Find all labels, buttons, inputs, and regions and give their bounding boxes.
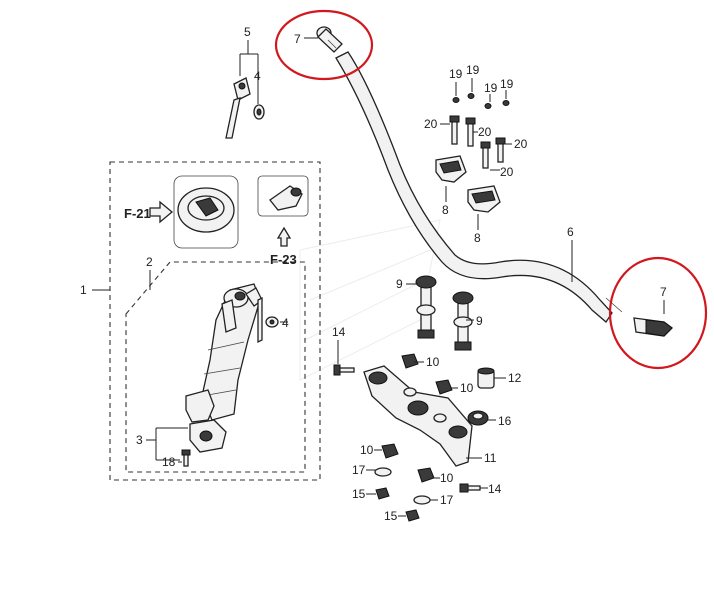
ignition-switch xyxy=(201,283,263,421)
washer-4-top xyxy=(253,104,265,120)
washer-4-mid xyxy=(265,316,279,328)
label-10-b: 10 xyxy=(460,381,474,395)
arrow-f21 xyxy=(149,200,174,224)
arrow-f23 xyxy=(276,226,292,247)
label-1: 1 xyxy=(80,283,87,297)
label-3: 3 xyxy=(136,433,143,447)
label-5: 5 xyxy=(244,25,251,39)
label-16: 16 xyxy=(498,414,512,428)
label-14-a: 14 xyxy=(332,325,346,339)
nut-15 xyxy=(375,487,420,522)
label-18: 18 xyxy=(162,455,176,469)
label-14-b: 14 xyxy=(488,482,502,496)
part-labels: 7 7 6 5 4 4 1 2 3 18 19 19 19 19 20 20 2… xyxy=(80,25,667,523)
screw-18 xyxy=(181,449,191,467)
top-bridge xyxy=(363,365,473,467)
label-4-top: 4 xyxy=(254,69,261,83)
label-8-b: 8 xyxy=(474,231,481,245)
label-19-b: 19 xyxy=(466,63,480,77)
handlebar-pipe xyxy=(335,51,613,323)
bolt-14-a xyxy=(333,364,355,376)
seat-lock xyxy=(257,175,309,217)
nut-10-a xyxy=(401,353,419,369)
nut-10-b xyxy=(435,379,453,395)
nut-10-d xyxy=(417,467,435,483)
bushing-12 xyxy=(477,367,495,389)
label-7-right: 7 xyxy=(660,285,667,299)
nut-10-c xyxy=(381,443,399,459)
assembly-2-boundary xyxy=(125,261,306,473)
label-8-a: 8 xyxy=(442,203,449,217)
washer-19 xyxy=(452,93,510,109)
lower-holder-2 xyxy=(452,291,474,351)
key-5 xyxy=(225,77,251,139)
bolt-20-a xyxy=(449,115,460,145)
rubber-16 xyxy=(467,410,489,426)
label-9-b: 9 xyxy=(476,314,483,328)
label-15-b: 15 xyxy=(384,509,398,523)
label-10-a: 10 xyxy=(426,355,440,369)
leader-lines xyxy=(92,37,665,517)
lower-holder-1 xyxy=(415,275,437,339)
label-19-a: 19 xyxy=(449,67,463,81)
bar-end-right xyxy=(605,297,673,337)
label-7-left: 7 xyxy=(294,32,301,46)
label-10-c: 10 xyxy=(360,443,374,457)
bolt-14-b xyxy=(459,483,481,493)
bolt-20-b xyxy=(465,117,476,147)
label-17-b: 17 xyxy=(440,493,454,507)
highlight-circle-left xyxy=(274,9,374,81)
label-19-d: 19 xyxy=(500,77,514,91)
label-12: 12 xyxy=(508,371,522,385)
label-15-a: 15 xyxy=(352,487,366,501)
label-9-a: 9 xyxy=(396,277,403,291)
label-10-d: 10 xyxy=(440,471,454,485)
upper-holder-2 xyxy=(467,185,501,213)
upper-holder-1 xyxy=(435,155,467,183)
bar-end-left xyxy=(316,26,343,53)
bolt-20-c xyxy=(480,141,491,169)
label-11: 11 xyxy=(484,451,497,465)
label-20-a: 20 xyxy=(424,117,438,131)
label-2: 2 xyxy=(146,255,153,269)
highlight-circle-right xyxy=(608,256,708,370)
label-19-c: 19 xyxy=(484,81,498,95)
label-20-b: 20 xyxy=(478,125,492,139)
label-6: 6 xyxy=(567,225,574,239)
ref-f23: F-23 xyxy=(270,252,297,267)
label-20-d: 20 xyxy=(500,165,514,179)
assembly-1-boundary xyxy=(109,161,321,481)
washer-17 xyxy=(374,467,431,505)
ref-f21: F-21 xyxy=(124,206,151,221)
label-4-mid: 4 xyxy=(282,316,289,330)
lock-cylinder xyxy=(185,389,227,453)
bolt-20-d xyxy=(495,137,506,163)
label-20-c: 20 xyxy=(514,137,528,151)
fuel-cap xyxy=(173,175,239,249)
watermark xyxy=(299,219,441,381)
label-17-a: 17 xyxy=(352,463,366,477)
